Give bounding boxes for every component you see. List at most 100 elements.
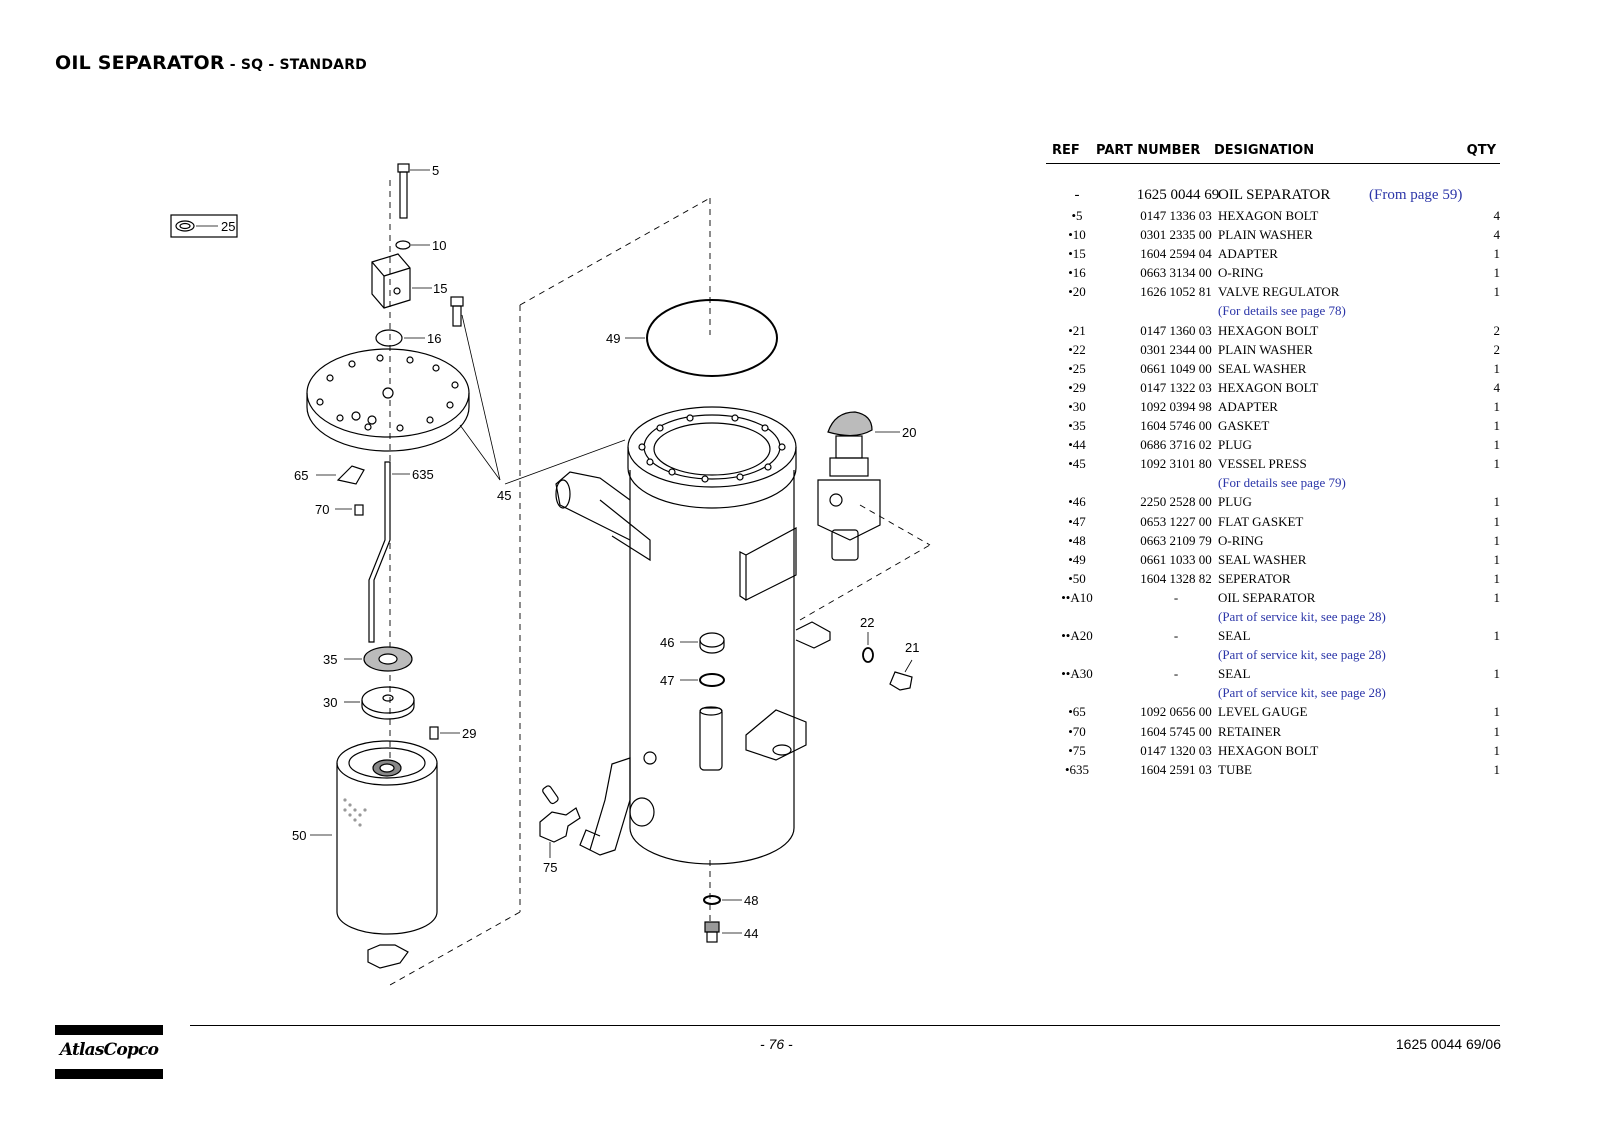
callout-50: 50 bbox=[292, 828, 306, 843]
part-designation: SEAL bbox=[1218, 628, 1251, 644]
part-designation: GASKET bbox=[1218, 418, 1270, 434]
part-designation: PLUG bbox=[1218, 437, 1252, 453]
assembly-row: - 1625 0044 69 OIL SEPARATOR (From page … bbox=[1046, 186, 1500, 206]
part-number: 0147 1360 03 bbox=[1140, 322, 1212, 338]
part-designation: HEXAGON BOLT bbox=[1218, 379, 1319, 395]
part-designation: HEXAGON BOLT bbox=[1218, 208, 1319, 223]
header-qty: QTY bbox=[1466, 143, 1496, 158]
part-qty: 2 bbox=[1493, 341, 1501, 357]
part-10-washer: 10 bbox=[395, 238, 446, 253]
title-separator: - bbox=[263, 57, 280, 73]
callout-16: 16 bbox=[427, 331, 441, 346]
part-qty: 1 bbox=[1493, 570, 1501, 586]
cross-reference-link[interactable]: (For details see page 78) bbox=[1218, 303, 1346, 319]
exploded-parts-diagram: 25 5 10 15 16 bbox=[170, 163, 931, 986]
part-qty: 2 bbox=[1493, 322, 1501, 338]
part-qty: 4 bbox=[1493, 227, 1501, 243]
title-variant: SQ bbox=[240, 57, 264, 73]
part-ref: •44 bbox=[1068, 437, 1086, 453]
logo-bar bbox=[55, 1025, 163, 1035]
part-ref: •15 bbox=[1068, 246, 1086, 262]
part-ref: ••A10 bbox=[1061, 589, 1093, 605]
assembly-from-page-link[interactable]: (From page 59) bbox=[1369, 187, 1463, 203]
part-number: 1092 3101 80 bbox=[1140, 456, 1212, 472]
cross-reference-link[interactable]: (For details see page 79) bbox=[1218, 475, 1346, 491]
callout-35: 35 bbox=[323, 652, 337, 667]
assembly-ref: - bbox=[1074, 187, 1080, 203]
callout-30: 30 bbox=[323, 695, 337, 710]
part-number: 0663 2109 79 bbox=[1140, 532, 1212, 548]
callout-49: 48 bbox=[744, 893, 758, 908]
assembly-part-number: 1625 0044 69 bbox=[1136, 187, 1220, 203]
part-ref: •70 bbox=[1068, 723, 1086, 739]
part-designation: OIL SEPARATOR bbox=[1218, 589, 1316, 605]
cross-reference-link[interactable]: (Part of service kit, see page 28) bbox=[1218, 608, 1386, 624]
title-standard: STANDARD bbox=[279, 57, 367, 73]
part-number: 1626 1052 81 bbox=[1140, 284, 1212, 300]
part-ref: •10 bbox=[1068, 227, 1086, 243]
callout-47: 47 bbox=[660, 673, 674, 688]
atlas-copco-logo: AtlasCopco bbox=[55, 1025, 163, 1079]
part-number: 1092 0656 00 bbox=[1140, 704, 1212, 720]
callout-25: 25 bbox=[221, 219, 235, 234]
part-16-o-ring: 16 bbox=[375, 329, 441, 347]
part-45-vessel bbox=[555, 406, 831, 865]
part-number: 1092 0394 98 bbox=[1140, 398, 1212, 414]
parts-table: - 1625 0044 69 OIL SEPARATOR (From page … bbox=[1046, 186, 1500, 779]
part-designation: O-RING bbox=[1218, 265, 1264, 281]
part-number: 1604 1328 82 bbox=[1140, 570, 1212, 586]
parts-table-note-row: (Part of service kit, see page 28) bbox=[1046, 607, 1500, 626]
page-title: OIL SEPARATOR - SQ - STANDARD bbox=[55, 52, 367, 74]
callout-46: 46 bbox=[660, 635, 674, 650]
part-qty: 1 bbox=[1493, 284, 1501, 300]
part-qty: 1 bbox=[1493, 456, 1501, 472]
dashed-guide-lines bbox=[389, 180, 931, 986]
title-separator: - bbox=[224, 57, 241, 73]
part-15-adapter: 15 bbox=[371, 253, 447, 309]
part-qty: 1 bbox=[1493, 589, 1501, 605]
part-qty: 1 bbox=[1493, 551, 1501, 567]
part-ref: •65 bbox=[1068, 704, 1086, 720]
part-qty: 1 bbox=[1493, 723, 1501, 739]
part-number: - bbox=[1173, 589, 1179, 605]
cross-reference-link[interactable]: (Part of service kit, see page 28) bbox=[1218, 685, 1386, 701]
part-number: 0661 1033 00 bbox=[1140, 551, 1212, 567]
parts-table-row: ••A10 - OIL SEPARATOR 1 bbox=[1046, 588, 1500, 607]
part-qty: 4 bbox=[1493, 379, 1501, 395]
part-number: 1604 5746 00 bbox=[1140, 418, 1212, 434]
part-number: 0147 1336 03 bbox=[1140, 208, 1212, 223]
cross-reference-link[interactable]: (Part of service kit, see page 28) bbox=[1218, 647, 1386, 663]
part-number: 0147 1320 03 bbox=[1140, 742, 1212, 758]
callout-75: 70 bbox=[315, 502, 329, 517]
callout-635: 635 bbox=[412, 467, 434, 482]
part-designation: TUBE bbox=[1218, 761, 1252, 777]
part-47-flat-gasket: 47 bbox=[660, 673, 725, 688]
logo-wordmark: AtlasCopco bbox=[59, 1040, 159, 1060]
header-ref: REF bbox=[1052, 143, 1080, 158]
part-ref: •25 bbox=[1068, 360, 1086, 376]
part-number: - bbox=[1173, 628, 1179, 644]
part-qty: 1 bbox=[1493, 398, 1501, 414]
part-44-plug: 44 bbox=[704, 921, 758, 943]
part-35-gasket: 35 bbox=[323, 646, 413, 672]
part-qty: 1 bbox=[1493, 418, 1501, 434]
part-ref: •21 bbox=[1068, 322, 1086, 338]
part-qty: 1 bbox=[1493, 494, 1501, 510]
part-ref: •35 bbox=[1068, 418, 1086, 434]
header-designation: DESIGNATION bbox=[1214, 143, 1315, 158]
part-qty: 1 bbox=[1493, 628, 1501, 644]
part-qty: 1 bbox=[1493, 513, 1501, 529]
part-designation: HEXAGON BOLT bbox=[1218, 322, 1319, 338]
callout-45-leaders: 45 bbox=[459, 424, 626, 503]
